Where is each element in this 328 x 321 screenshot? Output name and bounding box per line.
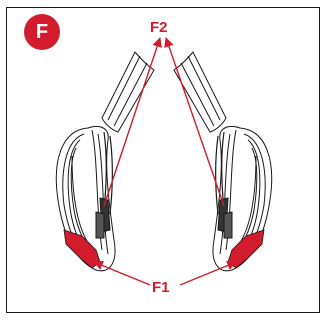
label-f2: F2	[150, 19, 168, 36]
label-f1: F1	[152, 279, 170, 296]
arrow-f1-to-left-clip	[94, 262, 150, 285]
arrow-f1-to-right-clip	[180, 262, 236, 285]
